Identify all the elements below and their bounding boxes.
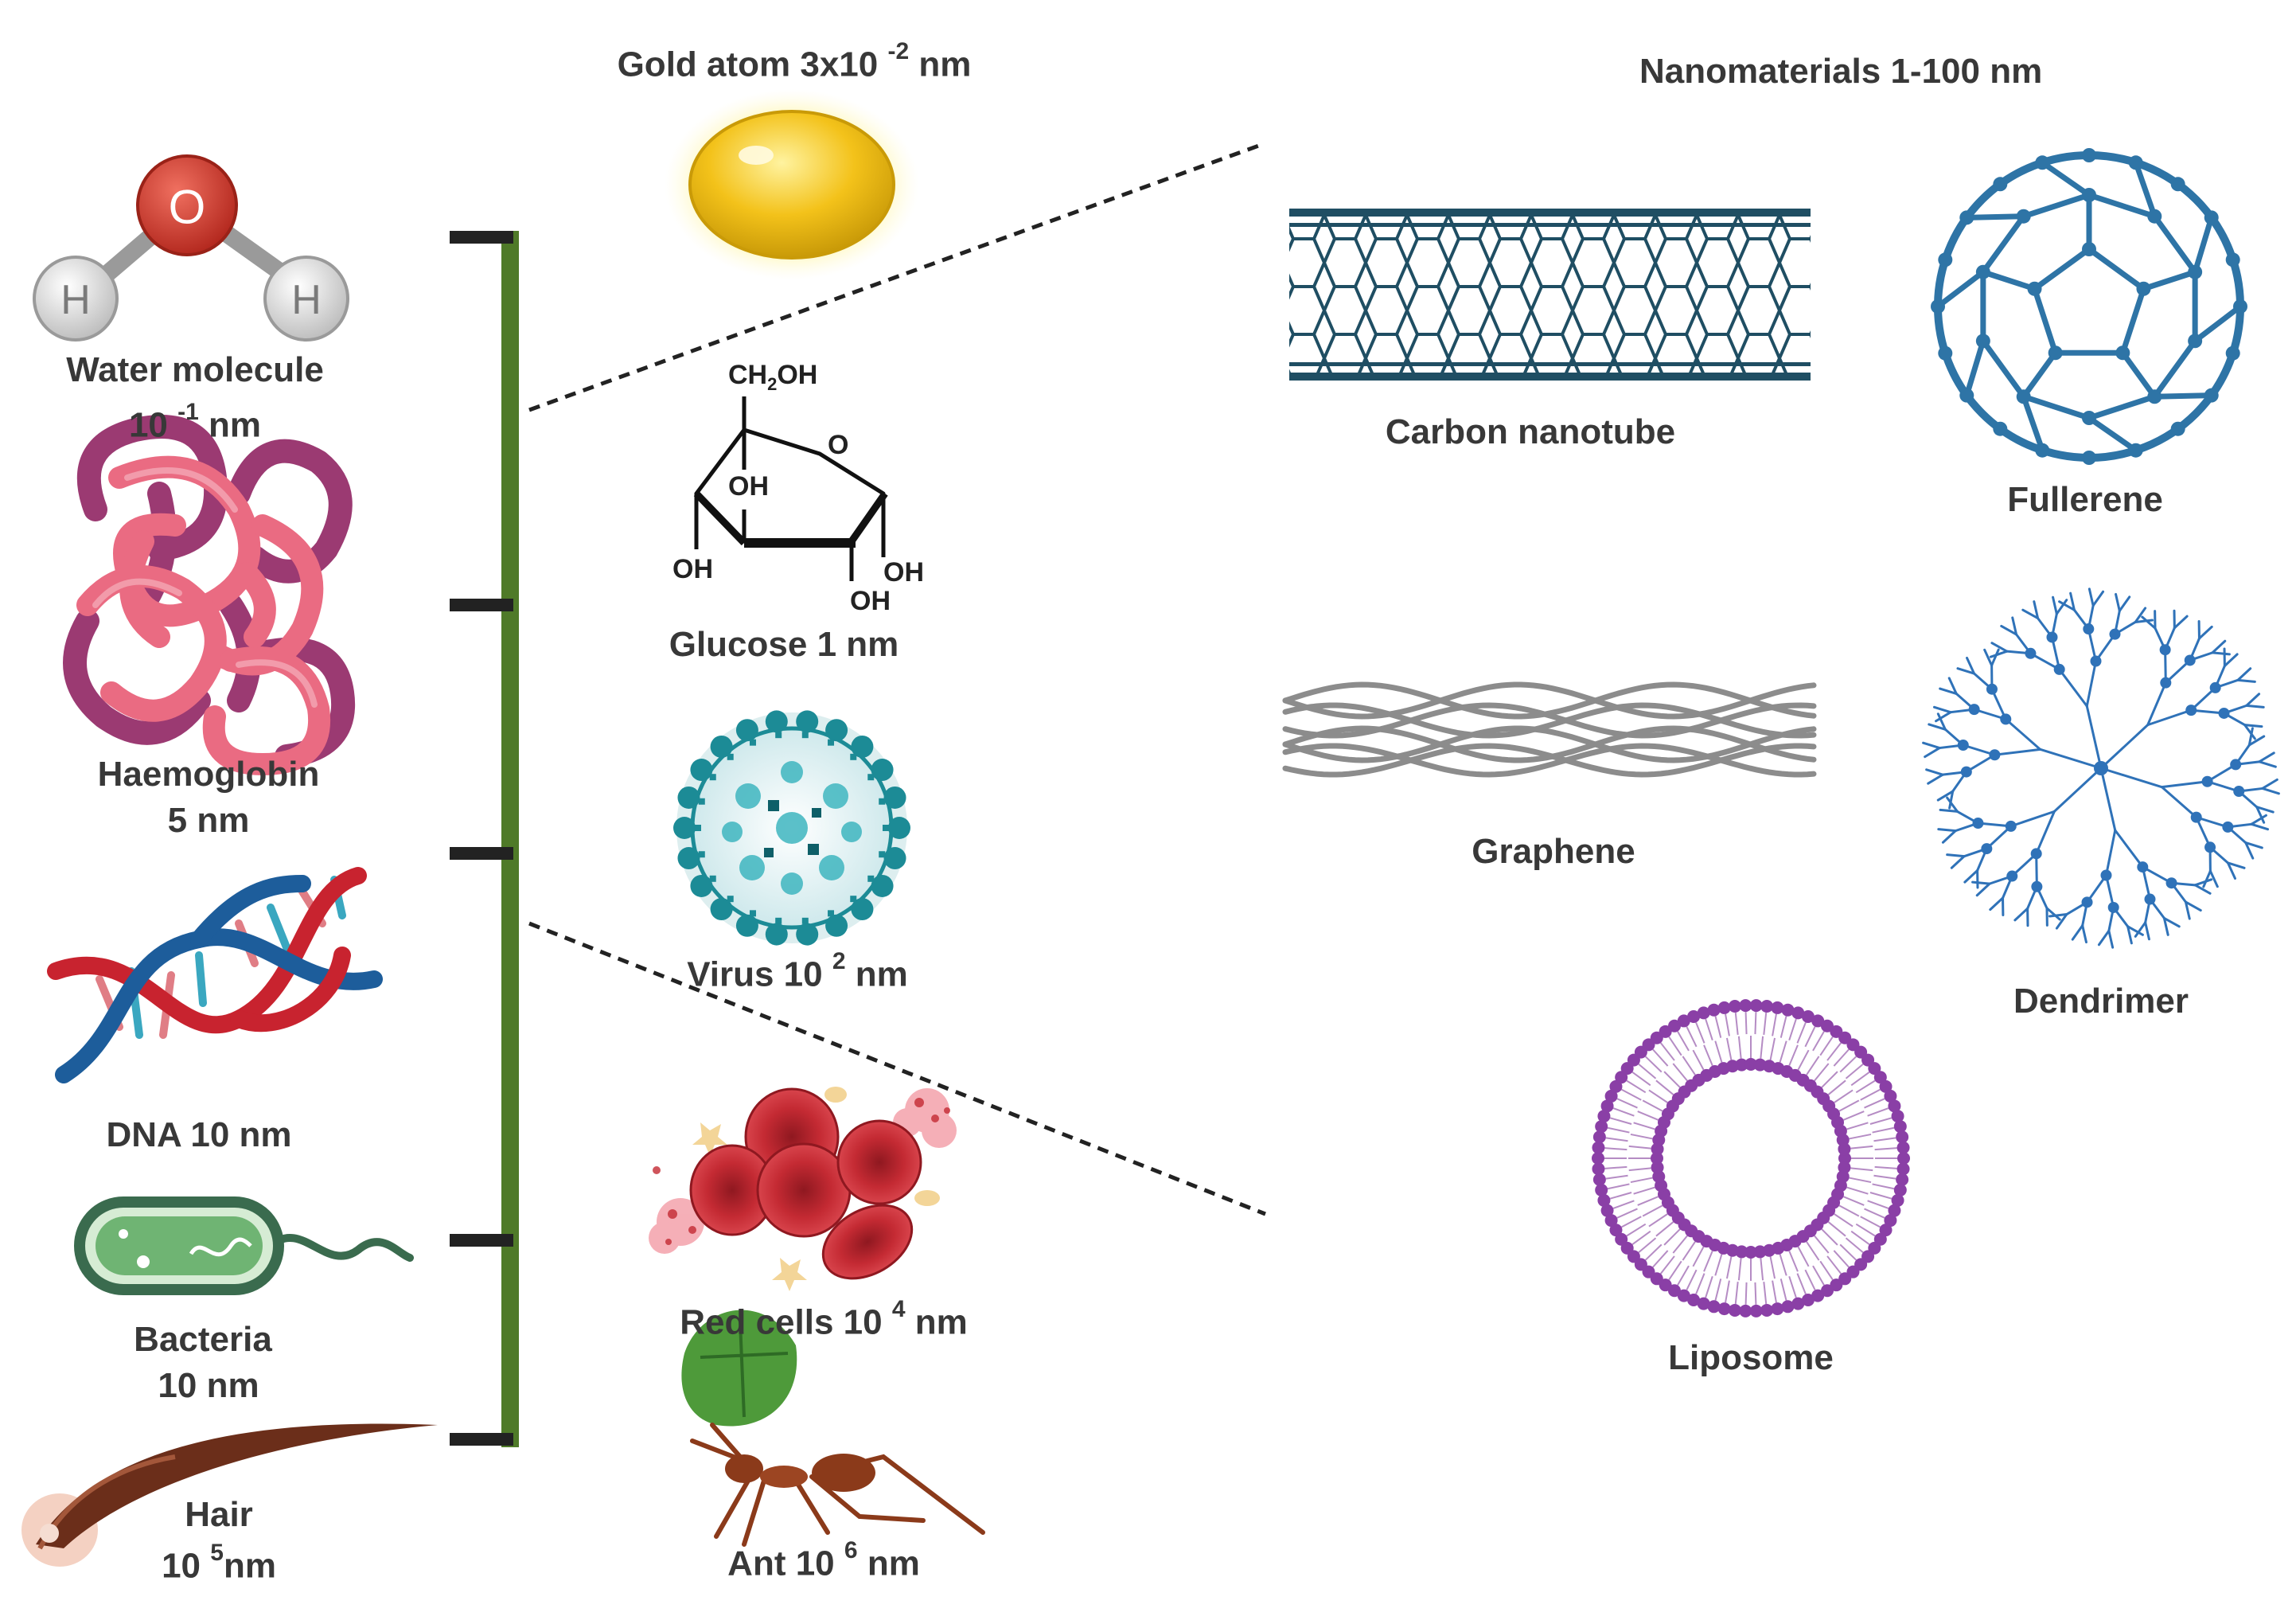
gold-atom-icon: [665, 89, 919, 280]
hair-icon: [21, 1423, 438, 1567]
bacteria-label: Bacteria: [134, 1320, 272, 1359]
scale-bar: [450, 231, 519, 1447]
glucose-oh-1: OH: [728, 471, 769, 502]
hydrogen-letter-left: H: [60, 277, 91, 323]
liposome-icon: [1592, 999, 1910, 1317]
fullerene-label: Fullerene: [2007, 480, 2163, 519]
red-cells-label: Red cells 10 4 nm: [680, 1296, 968, 1342]
glucose-oh-3: OH: [850, 586, 891, 616]
ant-label: Ant 10 6 nm: [727, 1537, 920, 1583]
liposome-label: Liposome: [1668, 1338, 1834, 1377]
bacteria-size: 10 nm: [158, 1366, 259, 1405]
red-blood-cells-icon: [649, 1087, 957, 1291]
bacteria-icon: [74, 1196, 414, 1295]
glucose-label: Glucose 1 nm: [669, 625, 899, 664]
hair-size: 10 5nm: [162, 1540, 276, 1586]
zoom-lines: [528, 141, 1266, 1216]
gold-atom-label: Gold atom 3x10 -2 nm: [617, 38, 972, 84]
dendrimer-label: Dendrimer: [2013, 982, 2189, 1021]
carbon-nanotube-icon: [1289, 209, 1811, 381]
water-molecule-label: Water molecule: [66, 350, 324, 389]
glucose-ch2oh: CH2OH: [728, 360, 818, 394]
dendrimer-icon: [1922, 587, 2280, 949]
hair-label: Hair: [185, 1495, 253, 1534]
oxygen-letter: O: [168, 180, 206, 234]
fullerene-icon: [1931, 148, 2247, 465]
hydrogen-letter-right: H: [291, 277, 322, 323]
glucose-icon: [693, 396, 888, 581]
haemoglobin-icon: [63, 415, 356, 775]
water-molecule-size: 10 -1 nm: [128, 399, 262, 445]
haemoglobin-size: 5 nm: [167, 801, 250, 840]
nanomaterials-header: Nanomaterials 1-100 nm: [1639, 52, 2043, 91]
glucose-oh-4: OH: [883, 557, 924, 587]
virus-label: Virus 10 2 nm: [687, 948, 908, 994]
virus-icon: [673, 710, 910, 946]
dna-label: DNA 10 nm: [106, 1115, 292, 1154]
dna-icon: [47, 867, 383, 1083]
glucose-ring-oxygen: O: [828, 430, 849, 460]
haemoglobin-label: Haemoglobin: [97, 755, 320, 794]
graphene-label: Graphene: [1472, 832, 1635, 871]
carbon-nanotube-label: Carbon nanotube: [1385, 412, 1676, 451]
water-molecule-icon: [33, 154, 349, 342]
glucose-oh-2: OH: [672, 554, 713, 584]
graphene-icon: [1282, 681, 1817, 778]
ant-icon: [681, 1310, 985, 1547]
